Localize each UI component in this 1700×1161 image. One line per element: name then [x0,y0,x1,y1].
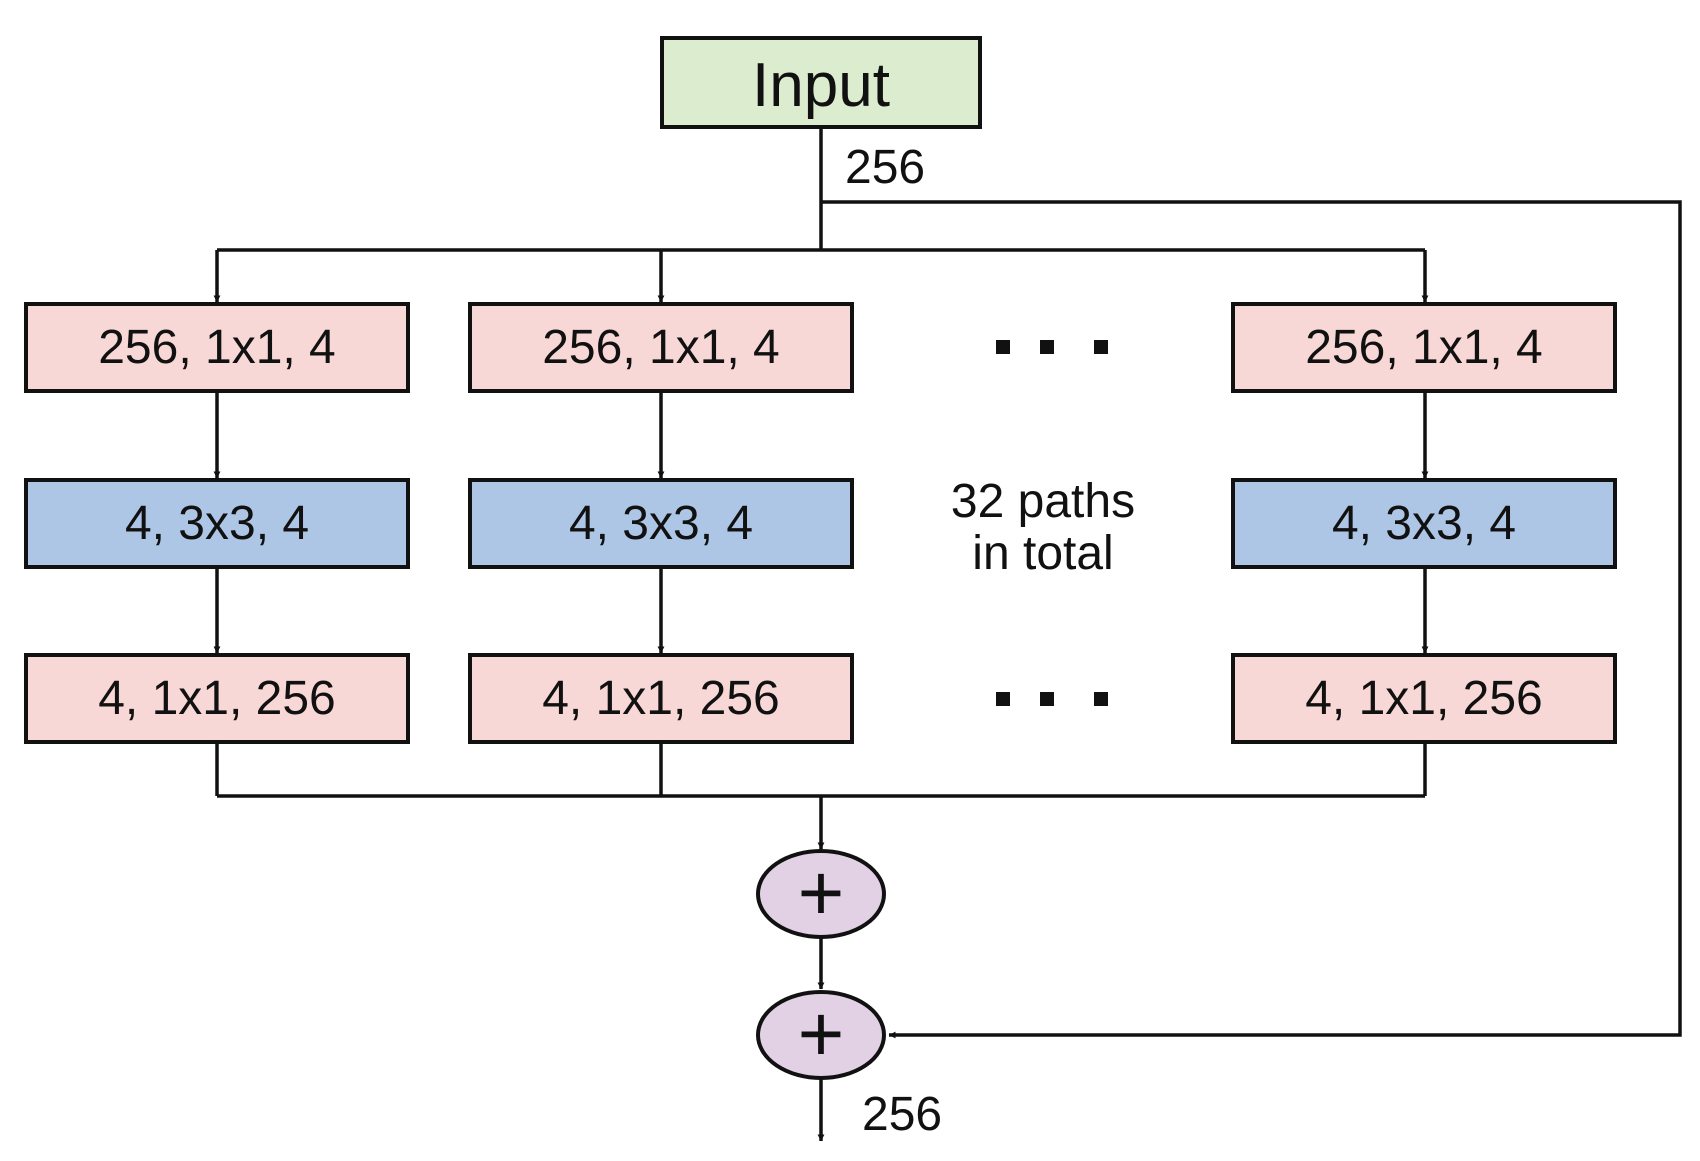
path1-reduce-block [24,302,410,393]
path2-reduce-label: 256, 1x1, 4 [542,321,780,374]
input-label: Input [752,51,890,120]
path1-reduce-label: 256, 1x1, 4 [98,321,336,374]
path2-expand-block [468,653,854,744]
path2-reduce-block [468,302,854,393]
path-3: 256, 1x1, 4 4, 3x3, 4 4, 1x1, 256 [1231,302,1617,744]
path1-conv-block [24,478,410,569]
ellipsis-top [996,340,1108,354]
path3-expand-label: 4, 1x1, 256 [1305,672,1543,725]
output-dim-label: 256 [862,1088,942,1141]
residual-add-icon: + [798,989,845,1078]
skip-connection-line [821,200,1682,1039]
input-dim-label: 256 [845,141,925,194]
path1-expand-label: 4, 1x1, 256 [98,672,336,725]
ellipsis-bottom [996,692,1108,706]
path2-expand-label: 4, 1x1, 256 [542,672,780,725]
paths-count-note-line2: in total [972,527,1113,580]
path3-conv-block [1231,478,1617,569]
path3-reduce-label: 256, 1x1, 4 [1305,321,1543,374]
path3-expand-block [1231,653,1617,744]
path-1: 256, 1x1, 4 4, 3x3, 4 4, 1x1, 256 [24,302,410,744]
aggregation-sum-icon: + [798,848,845,937]
path-2: 256, 1x1, 4 4, 3x3, 4 4, 1x1, 256 [468,302,854,744]
path1-expand-block [24,653,410,744]
path3-conv-label: 4, 3x3, 4 [1332,497,1516,550]
paths-count-note-line1: 32 paths [951,475,1135,528]
path1-conv-label: 4, 3x3, 4 [125,497,309,550]
input-block [660,36,982,129]
path2-conv-label: 4, 3x3, 4 [569,497,753,550]
